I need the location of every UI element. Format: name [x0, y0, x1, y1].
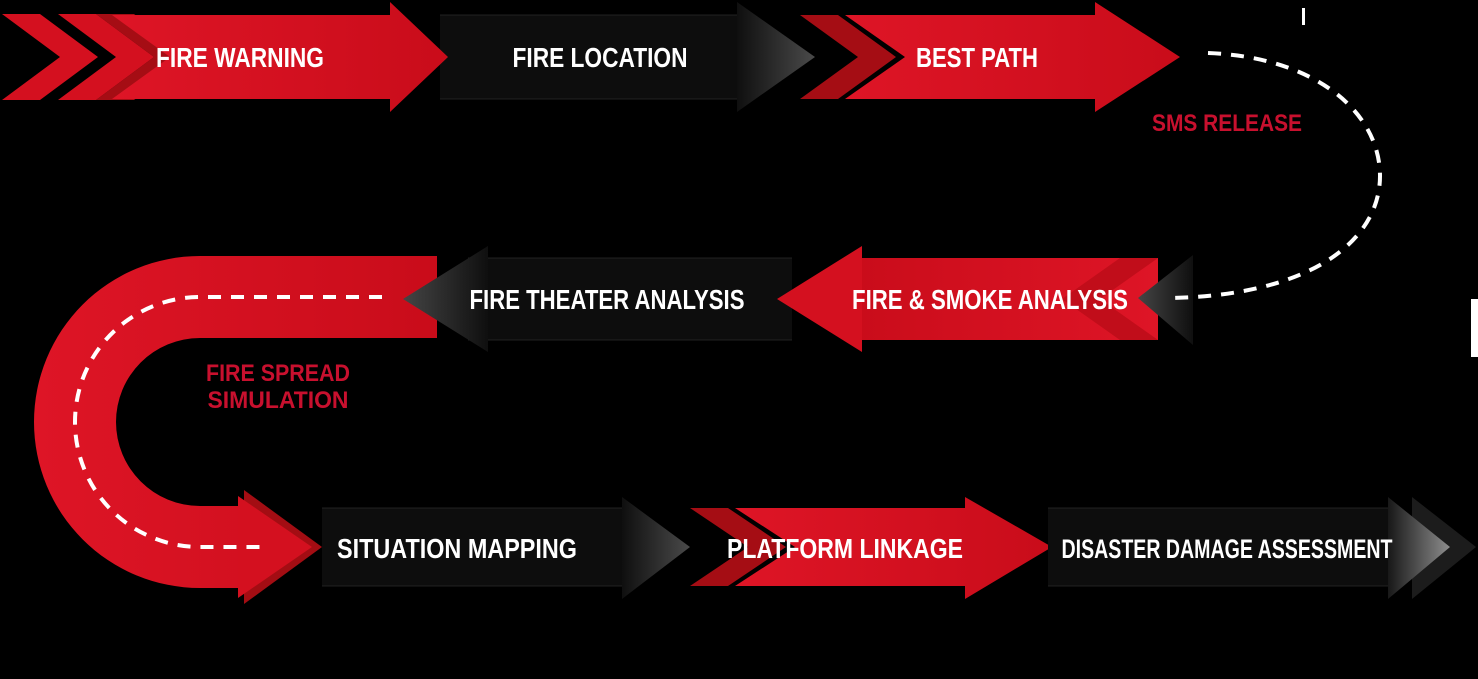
- fire-smoke-analysis-arrowhead: [777, 246, 862, 352]
- fire-theater-analysis-arrow-body: [468, 258, 792, 340]
- leading-chevron-1: [2, 14, 98, 100]
- platform-linkage-label: PLATFORM LINKAGE: [727, 533, 963, 564]
- dashed-curve-arrowhead: [1138, 255, 1193, 345]
- labels: FIRE WARNING FIRE LOCATION BEST PATH SMS…: [156, 42, 1393, 564]
- fire-smoke-chevron-accent: [1062, 258, 1158, 340]
- best-path-arrow: [845, 2, 1180, 112]
- fire-location-arrowhead: [737, 2, 815, 112]
- situation-mapping-label: SITUATION MAPPING: [337, 533, 577, 564]
- best-path-chevron-accent: [800, 15, 896, 99]
- row2-arrows: [403, 246, 1193, 352]
- white-edge-sliver: [1471, 299, 1478, 357]
- disaster-damage-assessment-label: DISASTER DAMAGE ASSESSMENT: [1062, 534, 1393, 564]
- u-turn-band: [34, 256, 437, 588]
- sms-release-dashed-curve: [1167, 51, 1383, 300]
- best-path-label: BEST PATH: [916, 42, 1038, 73]
- platform-linkage-arrow: [735, 497, 1052, 599]
- fire-theater-analysis-arrowhead: [403, 246, 488, 352]
- row3-arrows: [322, 497, 1476, 599]
- fire-spread-label-line1: FIRE SPREAD: [206, 360, 350, 387]
- white-tick-mark: [1302, 8, 1305, 25]
- fire-location-label: FIRE LOCATION: [513, 42, 688, 73]
- fire-theater-analysis-label: FIRE THEATER ANALYSIS: [470, 284, 745, 315]
- leading-chevron-2: [58, 14, 154, 100]
- sms-release-label: SMS RELEASE: [1152, 110, 1302, 137]
- fire-spread-dashed-curve: [73, 295, 382, 549]
- fire-spread-label-line2: SIMULATION: [208, 387, 349, 414]
- fire-warning-label: FIRE WARNING: [156, 42, 324, 73]
- disaster-damage-arrow-body: [1048, 508, 1388, 586]
- platform-linkage-chevron-accent: [690, 508, 786, 586]
- fire-warning-arrow: [112, 2, 448, 112]
- fire-smoke-analysis-label: FIRE & SMOKE ANALYSIS: [852, 284, 1128, 315]
- disaster-damage-arrowhead: [1388, 497, 1450, 599]
- situation-mapping-arrow-body: [322, 508, 622, 586]
- situation-mapping-arrowhead: [622, 497, 690, 599]
- row1-arrows: [2, 2, 1180, 112]
- u-turn-connector: [34, 256, 437, 604]
- fire-location-arrow-body: [440, 15, 737, 99]
- u-turn-arrowhead: [238, 496, 312, 598]
